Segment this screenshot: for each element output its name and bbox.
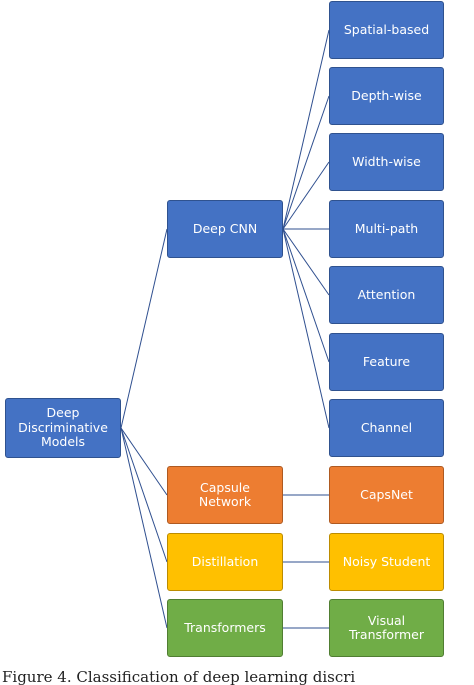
leaf-node-width-wise: Width-wise bbox=[329, 133, 444, 191]
connector-cnn-to-leaf bbox=[282, 95, 330, 230]
leaf-node-attention: Attention bbox=[329, 266, 444, 324]
leaf-node-label: Attention bbox=[357, 286, 416, 302]
leaf-node-label: Multi-path bbox=[354, 220, 419, 236]
branch-node-label: Deep CNN bbox=[192, 220, 258, 236]
root-node-deep-discriminative-models: Deep Discriminative Models bbox=[5, 398, 121, 458]
leaf-node-label: Feature bbox=[362, 353, 411, 369]
connector-cnn-to-leaf bbox=[282, 228, 330, 363]
root-node-label: Deep Discriminative Models bbox=[18, 405, 108, 450]
leaf-node-feature: Feature bbox=[329, 333, 444, 391]
leaf-node-label: CapsNet bbox=[360, 486, 413, 502]
figure-caption: Figure 4. Classification of deep learnin… bbox=[2, 670, 356, 685]
branch-node-label: Transformers bbox=[184, 619, 266, 635]
connector-cnn-to-leaf bbox=[282, 228, 330, 296]
leaf-node-visual-transformer: Visual Transformer bbox=[329, 599, 444, 657]
connector-cnn-to-leaf bbox=[282, 29, 330, 230]
branch-node-transformers: Transformers bbox=[167, 599, 283, 657]
leaf-node-capsnet: CapsNet bbox=[329, 466, 444, 524]
branch-node-label: Distillation bbox=[191, 553, 259, 569]
leaf-node-spatial-based: Spatial-based bbox=[329, 1, 444, 59]
connector-cnn-to-leaf bbox=[282, 161, 330, 230]
leaf-node-noisy-student: Noisy Student bbox=[329, 533, 444, 591]
connector-root-to-branch bbox=[120, 427, 168, 629]
leaf-node-label: Noisy Student bbox=[342, 553, 431, 569]
leaf-node-label: Width-wise bbox=[352, 153, 421, 169]
leaf-node-multi-path: Multi-path bbox=[329, 200, 444, 258]
branch-node-label: Capsule Network bbox=[198, 479, 252, 509]
leaf-node-label: Spatial-based bbox=[343, 21, 430, 37]
leaf-node-label: Depth-wise bbox=[351, 87, 422, 103]
leaf-node-label: Channel bbox=[360, 419, 413, 435]
branch-node-distillation: Distillation bbox=[167, 533, 283, 591]
connector-root-to-branch bbox=[120, 427, 168, 496]
connector-cnn-to-leaf bbox=[282, 228, 330, 429]
branch-node-capsule-network: Capsule Network bbox=[167, 466, 283, 524]
leaf-node-channel: Channel bbox=[329, 399, 444, 457]
leaf-node-depth-wise: Depth-wise bbox=[329, 67, 444, 125]
leaf-node-label: Visual Transformer bbox=[348, 612, 424, 642]
connector-root-to-branch bbox=[120, 427, 168, 563]
connector-root-to-branch bbox=[120, 228, 168, 429]
branch-node-deep-cnn: Deep CNN bbox=[167, 200, 283, 258]
